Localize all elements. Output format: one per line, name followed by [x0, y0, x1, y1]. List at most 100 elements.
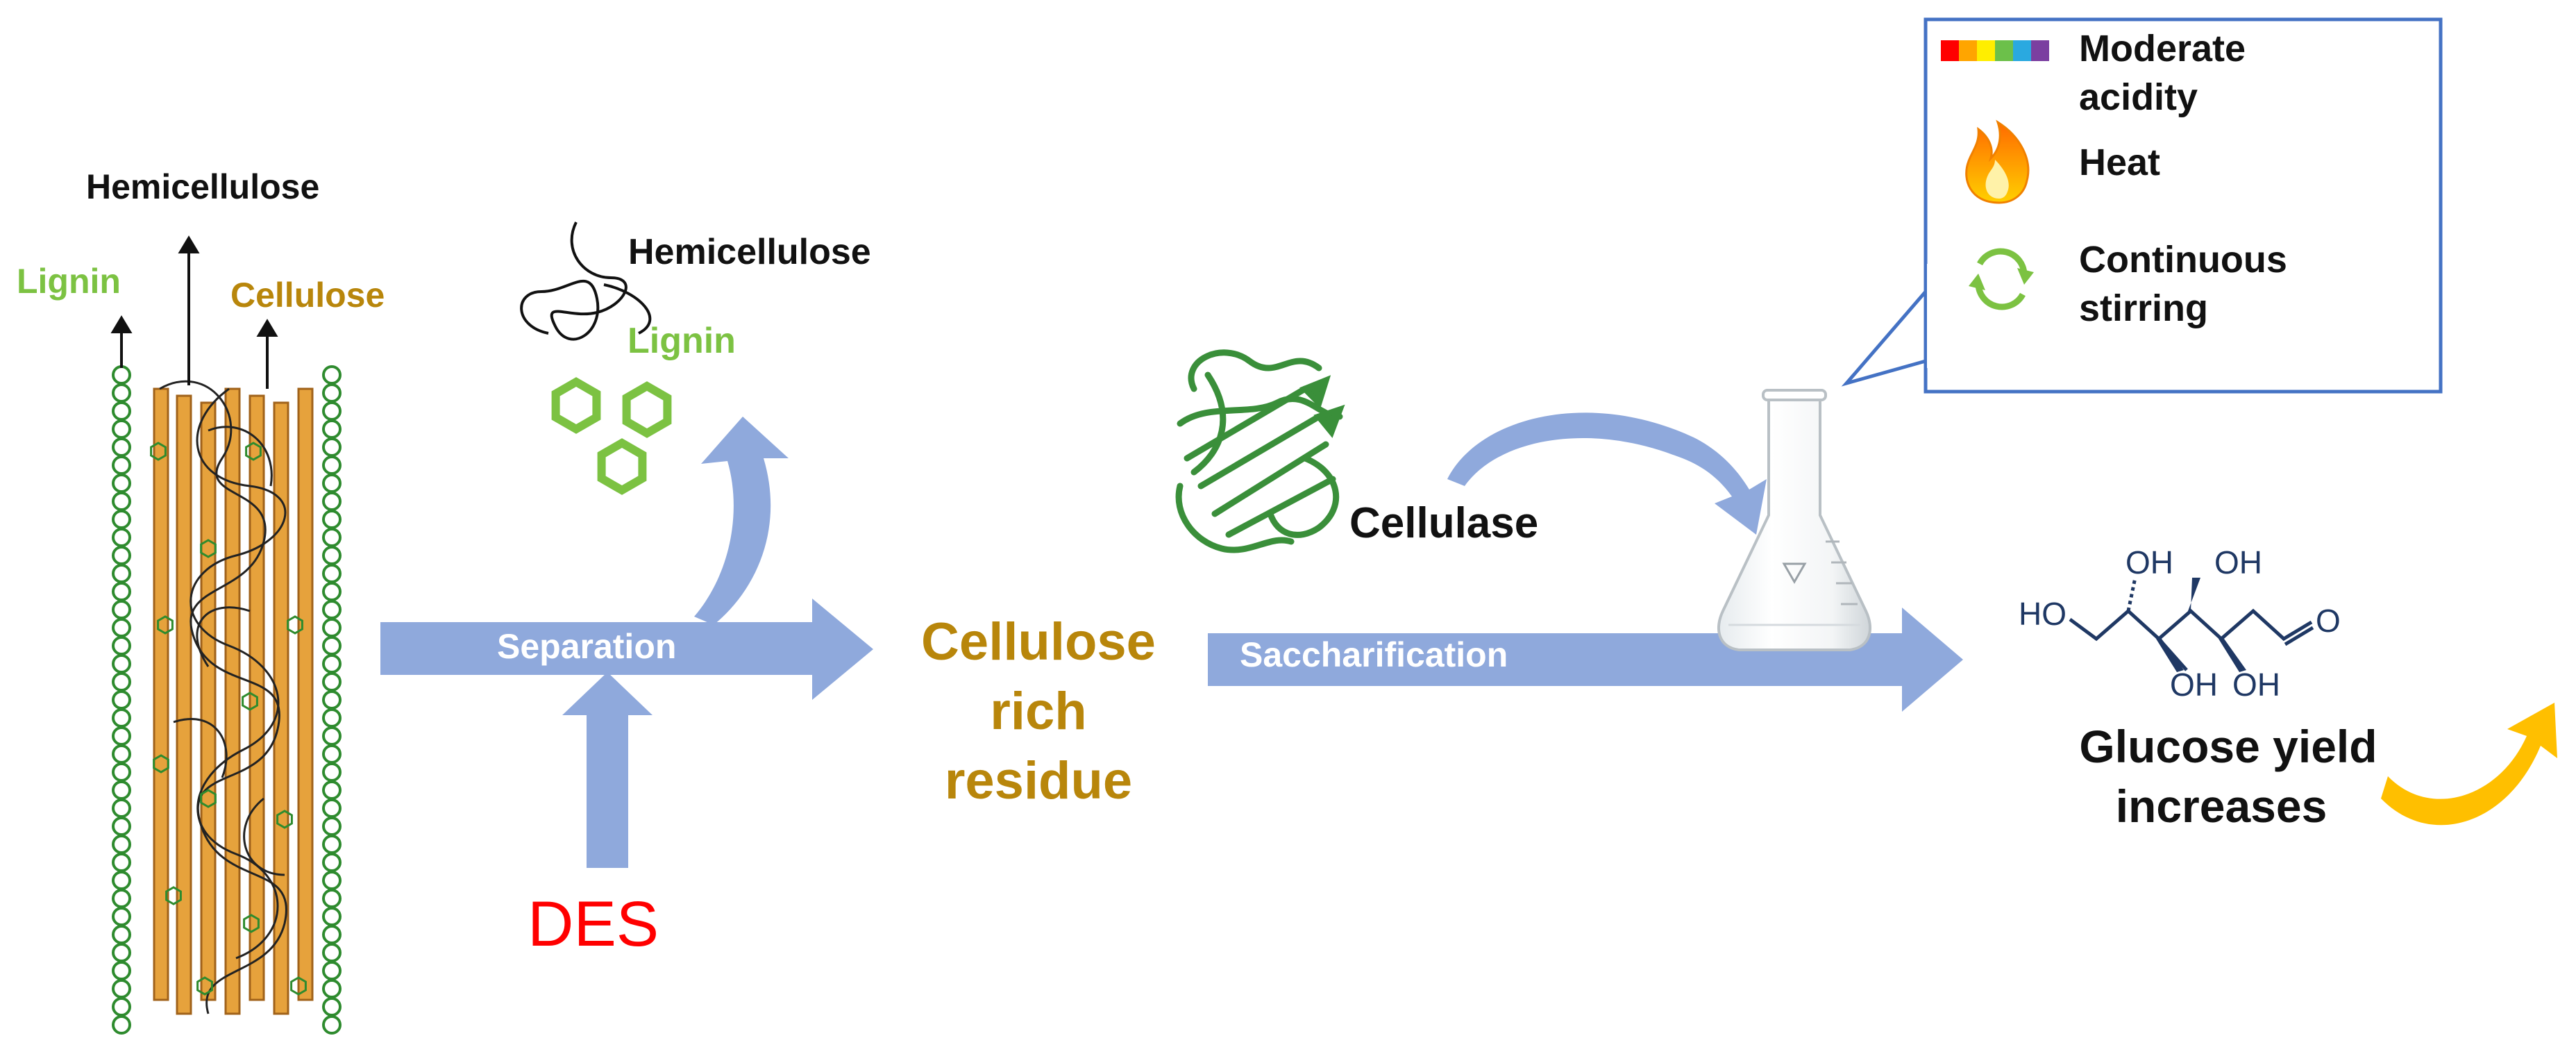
lignin-ring: [322, 582, 342, 601]
lignin-unit: [242, 692, 258, 711]
component-release-arrows: [110, 235, 278, 389]
lignin-ring: [112, 492, 131, 511]
lignocellulose-fiber: Hemicellulose Lignin Cellulose: [17, 167, 385, 1035]
lignin-ring: [112, 654, 131, 674]
cellulose-rod: [153, 387, 169, 1001]
residue-line-2: rich: [990, 682, 1086, 741]
lignin-unit: [245, 442, 262, 461]
released-hemicellulose-label: Hemicellulose: [628, 232, 871, 272]
lignin-ring: [322, 997, 342, 1017]
cellulose-rod: [200, 401, 217, 1001]
lignin-ring: [322, 925, 342, 944]
condition-3-line-2: stirring: [2079, 287, 2208, 329]
conditions-callout: Moderate acidity Heat Continuous stirrin…: [1841, 17, 2443, 394]
lignin-unit: [150, 442, 167, 461]
lignin-ring: [112, 835, 131, 854]
lignin-ring: [112, 636, 131, 655]
lignin-ring: [322, 762, 342, 782]
lignin-ring: [322, 510, 342, 529]
lignin-ring: [112, 672, 131, 692]
lignin-ring: [112, 419, 131, 439]
saccharification-label: Saccharification: [1240, 635, 1508, 674]
glucose-structure: HO OH OH OH OH O: [2019, 544, 2341, 703]
lignin-ring: [112, 365, 131, 385]
lignin-ring: [322, 744, 342, 764]
lignin-unit: [200, 789, 217, 808]
lignin-ring: [322, 437, 342, 457]
glucose-atom-oh-3: OH: [2170, 667, 2218, 703]
released-lignin-label: Lignin: [628, 321, 736, 361]
lignin-ring: [112, 618, 131, 637]
rainbow-acidity-icon: [1941, 40, 2049, 61]
lignin-ring: [322, 690, 342, 710]
lignin-ring: [322, 817, 342, 836]
cellulose-rod: [176, 394, 192, 1015]
fiber-cellulose-label: Cellulose: [230, 276, 385, 315]
lignin-ring: [112, 853, 131, 872]
cellulase-enzyme-icon: [1175, 349, 1345, 553]
lignin-ring: [322, 618, 342, 637]
enzyme-to-flask-arrow: [1447, 412, 1767, 535]
lignin-ring: [322, 672, 342, 692]
lignin-ring: [112, 997, 131, 1017]
lignin-ring: [112, 455, 131, 475]
lignin-ring: [322, 835, 342, 854]
circular-arrows-icon: [1969, 248, 2034, 310]
condition-1-line-2: acidity: [2079, 76, 2198, 118]
lignin-ring: [112, 961, 131, 980]
lignin-unit: [200, 539, 217, 558]
lignin-ring: [112, 798, 131, 818]
release-curved-arrow: [694, 417, 789, 625]
lignin-unit: [196, 976, 213, 996]
lignin-ring: [322, 365, 342, 385]
released-lignin-hexagons: [551, 377, 672, 495]
lignin-hexagon: [622, 381, 672, 438]
increase-curved-arrow-icon: [2381, 703, 2557, 826]
lignin-chain-left: [112, 365, 131, 1035]
lignin-ring: [112, 546, 131, 565]
lignin-hexagon: [597, 438, 647, 495]
lignin-ring: [322, 383, 342, 403]
lignin-ring: [322, 474, 342, 493]
lignin-ring: [322, 455, 342, 475]
glucose-atom-oh-2: OH: [2214, 544, 2262, 580]
residue-line-3: residue: [945, 751, 1132, 810]
lignin-ring: [322, 492, 342, 511]
condition-3-line-1: Continuous: [2079, 239, 2287, 281]
lignin-unit: [276, 810, 293, 829]
condition-1-line-1: Moderate: [2079, 28, 2246, 69]
lignin-ring: [322, 528, 342, 547]
lignin-ring: [112, 582, 131, 601]
lignin-ring: [112, 690, 131, 710]
lignin-unit: [153, 754, 169, 773]
des-input-arrow: [562, 672, 653, 868]
lignin-ring: [112, 383, 131, 403]
cellulose-rod: [224, 387, 241, 1015]
fiber-lignin-label: Lignin: [17, 262, 121, 301]
lignin-ring: [112, 871, 131, 890]
lignin-ring: [112, 907, 131, 926]
lignin-ring: [112, 1015, 131, 1035]
lignin-ring: [112, 510, 131, 529]
cellulose-rod: [273, 401, 289, 1015]
glucose-atom-oh-1: OH: [2125, 544, 2173, 580]
lignin-ring: [322, 943, 342, 962]
lignin-ring: [112, 744, 131, 764]
lignin-ring: [112, 401, 131, 421]
lignin-hexagon: [551, 377, 601, 434]
lignin-ring: [322, 798, 342, 818]
lignin-chain-right: [322, 365, 342, 1035]
lignin-ring: [112, 780, 131, 800]
lignin-ring: [322, 726, 342, 746]
lignin-unit: [243, 914, 260, 933]
released-hemicellulose-strand: [520, 221, 652, 341]
lignin-ring: [112, 726, 131, 746]
lignin-ring: [322, 636, 342, 655]
lignin-ring: [112, 564, 131, 583]
lignin-ring: [322, 654, 342, 674]
glucose-atom-oh-4: OH: [2232, 667, 2280, 703]
lignin-ring: [322, 979, 342, 998]
lignin-unit: [165, 886, 182, 905]
lignin-ring: [112, 889, 131, 908]
condition-2-line-1: Heat: [2079, 142, 2160, 183]
